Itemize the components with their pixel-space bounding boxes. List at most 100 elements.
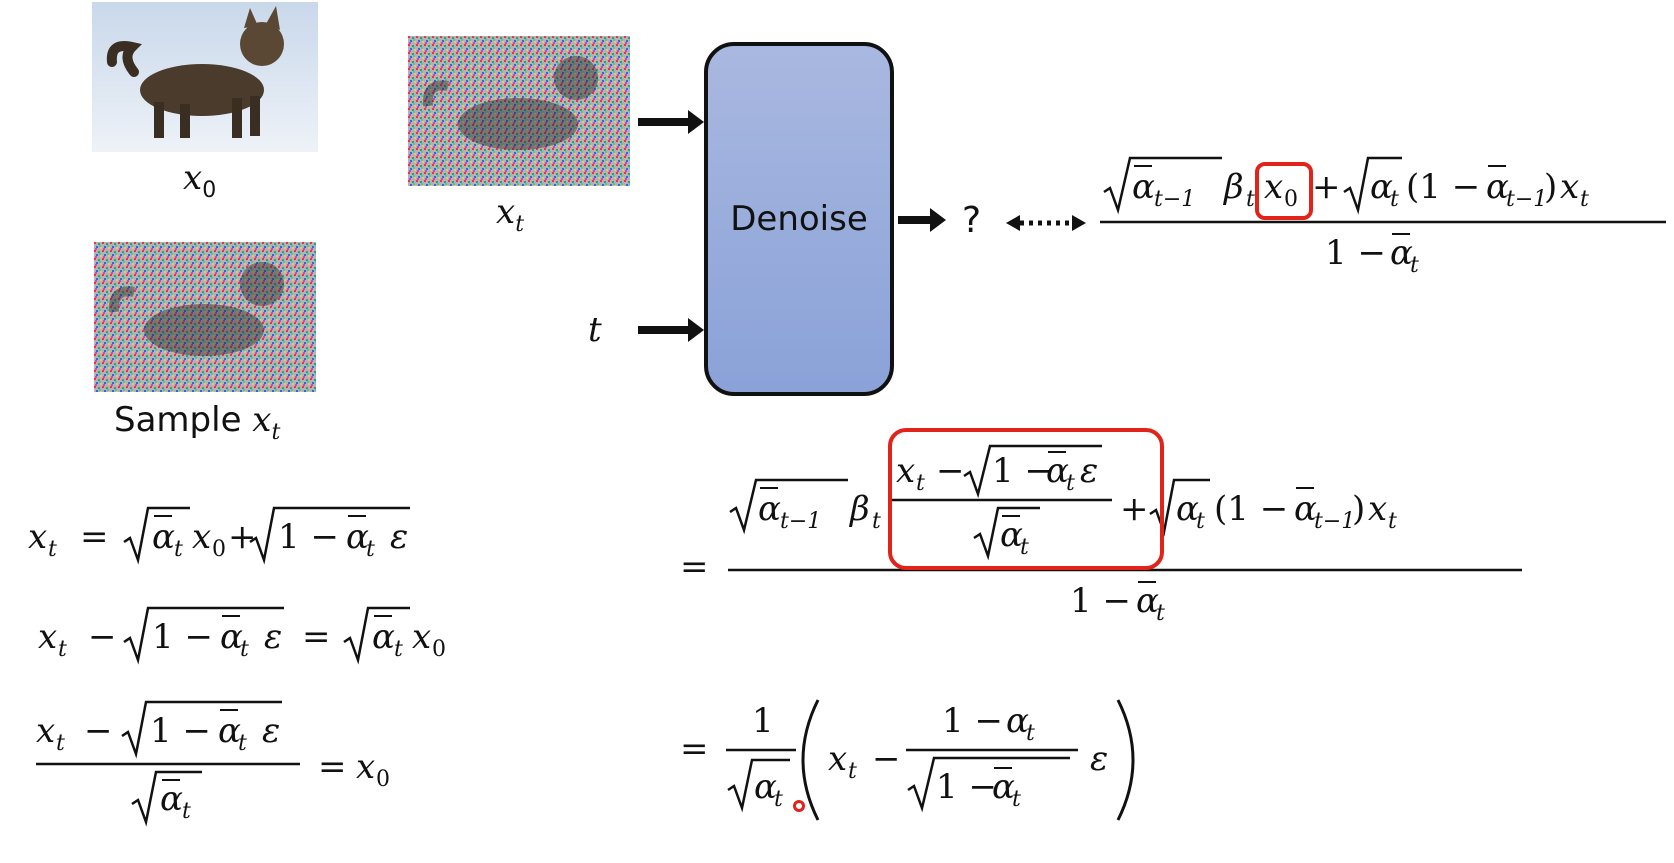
svg-text:=: = (680, 729, 709, 769)
svg-text:α: α (160, 779, 183, 819)
svg-text:=: = (318, 747, 347, 787)
x0-highlight-box (1255, 162, 1313, 220)
svg-text:ε: ε (1080, 451, 1098, 491)
svg-text:ε: ε (262, 711, 280, 751)
svg-text:t: t (394, 637, 403, 662)
svg-text:t: t (182, 799, 191, 824)
denoise-label: Denoise (730, 199, 868, 239)
svg-text:=: = (680, 547, 709, 587)
svg-text:0: 0 (212, 537, 226, 562)
svg-text:x: x (1264, 167, 1283, 207)
svg-text:0: 0 (376, 767, 390, 792)
svg-text:x: x (1560, 167, 1579, 207)
output-arrow (898, 208, 946, 232)
svg-text:1 −: 1 − (1325, 233, 1386, 273)
svg-text:t: t (238, 731, 247, 756)
svg-text:(1 −: (1 − (1214, 489, 1288, 529)
svg-text:): ) (1544, 167, 1557, 207)
svg-text:α: α (1176, 489, 1199, 529)
denoise-block: Denoise (704, 42, 894, 396)
svg-text:t−1: t−1 (1154, 187, 1195, 212)
noisy-cat-photo-icon (94, 242, 316, 392)
svg-text:t−1: t−1 (1314, 509, 1355, 534)
svg-text:α: α (1370, 167, 1393, 207)
noisy-input-image (408, 36, 630, 186)
svg-text:t: t (774, 787, 783, 812)
svg-text:x: x (38, 617, 57, 657)
svg-text:t: t (240, 637, 249, 662)
svg-text:t: t (916, 471, 925, 496)
svg-text:t: t (1410, 253, 1419, 278)
svg-text:β: β (848, 489, 870, 529)
svg-text:α: α (1486, 167, 1509, 207)
svg-text:t: t (1390, 187, 1399, 212)
t-input-arrow (638, 318, 704, 342)
svg-text:0: 0 (1284, 187, 1298, 212)
svg-text:=: = (80, 517, 109, 557)
svg-text:x: x (28, 517, 47, 557)
svg-text:α: α (220, 617, 243, 657)
svg-text:α: α (1294, 489, 1317, 529)
svg-text:+: + (1312, 167, 1341, 207)
svg-text:t: t (48, 537, 57, 562)
substitution-highlight-box (888, 428, 1164, 570)
svg-text:t−1: t−1 (780, 509, 821, 534)
sample-caption: Sample xt (114, 400, 281, 445)
svg-text:t: t (366, 537, 375, 562)
sample-noisy-image (94, 242, 316, 392)
svg-text:1 −: 1 − (942, 701, 1003, 741)
svg-text:1 −: 1 − (1070, 581, 1131, 621)
svg-text:t: t (872, 509, 881, 534)
svg-text:1 −: 1 − (936, 767, 997, 807)
svg-text:1 −: 1 − (150, 711, 211, 751)
svg-text:t: t (174, 537, 183, 562)
svg-text:x: x (1368, 489, 1387, 529)
svg-text:t: t (56, 731, 65, 756)
svg-text:1 −: 1 − (992, 451, 1053, 491)
svg-text:t: t (1580, 187, 1589, 212)
dotted-double-arrow (1006, 215, 1086, 231)
svg-text:α: α (1046, 451, 1069, 491)
svg-text:−: − (84, 711, 113, 751)
svg-text:x: x (896, 451, 915, 491)
svg-text:α: α (992, 767, 1015, 807)
clean-cat-image (92, 2, 318, 152)
svg-text:t: t (1066, 471, 1075, 496)
svg-text:α: α (218, 711, 241, 751)
svg-text:+: + (228, 517, 257, 557)
svg-text:ε: ε (264, 617, 282, 657)
svg-text:−: − (936, 451, 965, 491)
svg-text:t: t (1246, 187, 1255, 212)
svg-text:x: x (356, 747, 375, 787)
svg-text:α: α (1006, 701, 1029, 741)
svg-text:1: 1 (752, 701, 774, 741)
svg-text:ε: ε (1090, 739, 1108, 779)
svg-text:α: α (1136, 581, 1159, 621)
svg-text:t−1: t−1 (1506, 187, 1547, 212)
svg-text:−: − (872, 739, 901, 779)
cat-photo-icon (92, 2, 318, 152)
svg-text:α: α (1132, 167, 1155, 207)
svg-text:t: t (1020, 535, 1029, 560)
svg-text:t: t (848, 759, 857, 784)
svg-text:1 −: 1 − (278, 517, 339, 557)
svg-text:x: x (36, 711, 55, 751)
svg-text:x: x (828, 739, 847, 779)
xt-input-arrow (638, 110, 704, 134)
svg-text:ε: ε (390, 517, 408, 557)
svg-text:α: α (754, 767, 777, 807)
svg-text:t: t (1156, 601, 1165, 626)
svg-text:t: t (1388, 509, 1397, 534)
laser-pointer-icon (793, 800, 805, 812)
noisy-input-caption: xt (496, 192, 525, 237)
svg-text:x: x (412, 617, 431, 657)
svg-text:=: = (302, 617, 331, 657)
svg-text:1 −: 1 − (152, 617, 213, 657)
svg-text:−: − (88, 617, 117, 657)
noisy-cat-photo-icon (408, 36, 630, 186)
